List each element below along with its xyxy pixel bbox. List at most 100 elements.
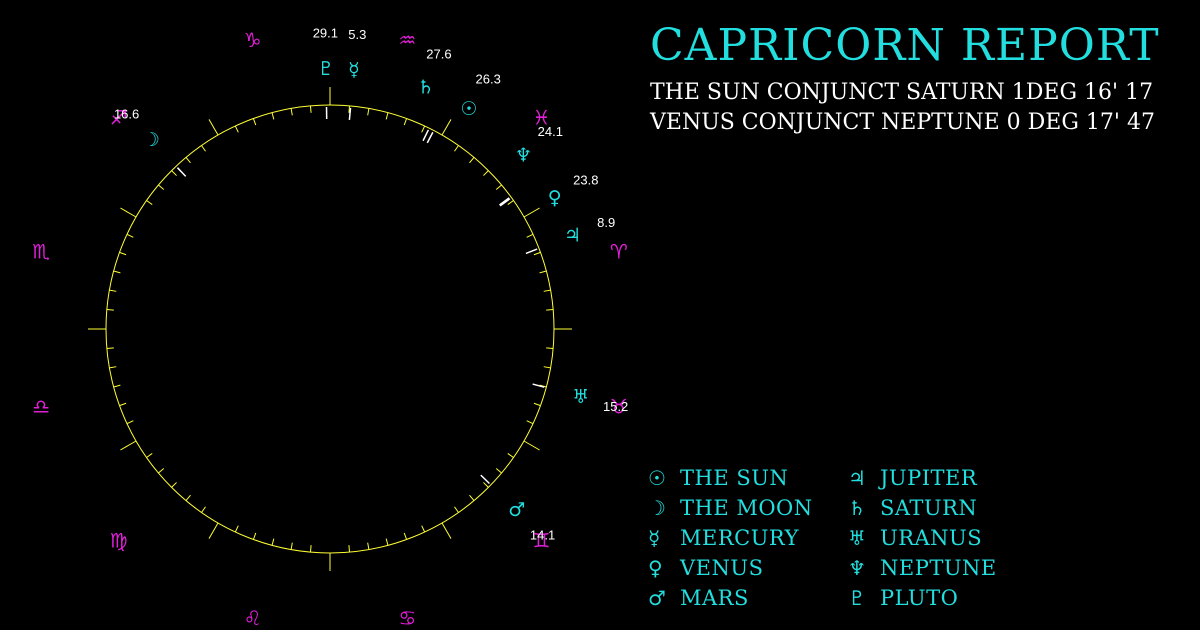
degree-tick	[507, 453, 514, 458]
mars-icon: ♂	[508, 499, 525, 521]
leo-sign-icon: ♌	[244, 606, 262, 630]
planet-markers: ♇29.1☽16.6☿5.3☉26.3♄27.6♀23.8♆24.1♃8.9♅1…	[114, 26, 628, 543]
legend-item: ♆ NEPTUNE	[848, 556, 1048, 580]
degree-tick	[539, 270, 547, 274]
sign-boundary-tick	[120, 440, 137, 451]
degree-tick	[119, 402, 127, 407]
zodiac-ring	[105, 104, 555, 554]
degree-tick	[367, 108, 370, 116]
degree-tick	[109, 289, 117, 292]
uranus-icon: ♅	[572, 386, 589, 408]
zodiac-signs: ♑♐♏♎♍♌♋♊♉♈♓♒	[32, 28, 628, 630]
mars-icon: ♂	[648, 586, 666, 610]
degree-tick	[146, 200, 153, 205]
degree-tick	[539, 384, 547, 388]
moon-position-marker	[176, 167, 187, 177]
degree-tick	[469, 157, 475, 164]
degree-tick	[533, 402, 541, 407]
taurus-sign-icon: ♉	[610, 394, 628, 418]
venus-icon: ♀	[548, 187, 562, 209]
degree-tick	[367, 542, 370, 550]
capricorn-sign-icon: ♑	[244, 28, 262, 52]
jupiter-degree-label: 8.9	[597, 215, 615, 230]
degree-tick	[113, 270, 121, 274]
sun-position-marker	[422, 129, 430, 142]
zodiac-wheel: ♑♐♏♎♍♌♋♊♉♈♓♒ ♇29.1☽16.6☿5.3☉26.3♄27.6♀23…	[32, 26, 628, 630]
saturn-position-marker	[426, 131, 434, 144]
degree-tick	[454, 145, 459, 152]
mars-position-marker	[480, 474, 490, 485]
legend-label: NEPTUNE	[880, 556, 997, 580]
degree-tick	[543, 289, 551, 292]
degree-tick	[533, 251, 541, 256]
degree-tick	[348, 105, 351, 113]
planet-legend: ☉THE SUN ♃JUPITER ☽THE MOON ♄SATURN ☿MER…	[648, 466, 1048, 610]
aquarius-sign-icon: ♒	[398, 28, 416, 52]
neptune-icon: ♆	[515, 144, 532, 166]
degree-tick	[109, 366, 117, 369]
degree-tick	[252, 118, 257, 126]
degree-tick	[421, 125, 426, 133]
degree-tick	[106, 308, 114, 311]
legend-label: MERCURY	[680, 526, 799, 550]
virgo-sign-icon: ♍	[110, 528, 128, 552]
pluto-degree-label: 29.1	[313, 26, 338, 41]
degree-tick	[309, 545, 312, 553]
degree-tick	[126, 420, 134, 425]
degree-tick	[252, 532, 257, 540]
venus-icon: ♀	[648, 556, 663, 580]
sun-degree-label: 26.3	[476, 71, 501, 86]
degree-tick	[171, 482, 177, 488]
aries-sign-icon: ♈	[610, 240, 628, 264]
sun-icon: ☉	[460, 98, 477, 120]
uranus-position-marker	[532, 383, 545, 388]
degree-tick	[185, 494, 191, 501]
aspect-line-1: THE SUN CONJUNCT SATURN 1DEG 16' 17	[650, 80, 1154, 105]
legend-item: ♄SATURN	[848, 496, 1048, 520]
saturn-icon: ♄	[848, 496, 866, 520]
degree-tick	[385, 538, 389, 546]
mars-degree-label: 14.1	[530, 527, 555, 542]
degree-tick	[483, 170, 489, 176]
degree-tick	[495, 468, 502, 474]
degree-tick	[526, 233, 534, 238]
degree-tick	[234, 125, 239, 133]
mercury-degree-label: 5.3	[348, 27, 366, 42]
legend-label: URANUS	[880, 526, 983, 550]
jupiter-icon: ♃	[564, 224, 581, 246]
mercury-icon: ☿	[648, 526, 661, 550]
degree-tick	[146, 453, 153, 458]
neptune-icon: ♆	[848, 556, 866, 580]
legend-item: ♇PLUTO	[848, 586, 1048, 610]
moon-icon: ☽	[648, 496, 666, 520]
moon-icon: ☽	[143, 129, 160, 151]
legend-item: ☿ MERCURY	[648, 526, 848, 550]
neptune-degree-label: 24.1	[538, 124, 563, 139]
sign-boundary-tick	[120, 207, 137, 218]
degree-tick	[546, 347, 554, 350]
degree-tick	[185, 157, 191, 164]
degree-tick	[543, 366, 551, 369]
legend-item: ♅URANUS	[848, 526, 1048, 550]
degree-tick	[483, 482, 489, 488]
degree-tick	[290, 108, 293, 116]
degree-tick	[106, 347, 114, 350]
venus-degree-label: 23.8	[573, 173, 598, 188]
degree-tick	[403, 118, 408, 126]
legend-item: ♂MARS	[648, 586, 848, 610]
degree-tick	[385, 112, 389, 120]
mercury-icon: ☿	[348, 59, 360, 81]
legend-item: ♃JUPITER	[848, 466, 1048, 490]
libra-sign-icon: ♎	[32, 394, 50, 418]
uranus-degree-label: 15.2	[603, 399, 628, 414]
legend-item: ♀ VENUS	[648, 556, 848, 580]
sun-icon: ☉	[648, 466, 666, 490]
sign-boundary-tick	[208, 522, 219, 539]
legend-label: THE SUN	[680, 466, 789, 490]
saturn-icon: ♄	[417, 76, 434, 98]
neptune-position-marker	[499, 198, 511, 207]
sign-boundary-tick	[523, 440, 540, 451]
degree-tick	[546, 308, 554, 311]
legend-label: VENUS	[680, 556, 764, 580]
jupiter-position-marker	[525, 248, 538, 255]
